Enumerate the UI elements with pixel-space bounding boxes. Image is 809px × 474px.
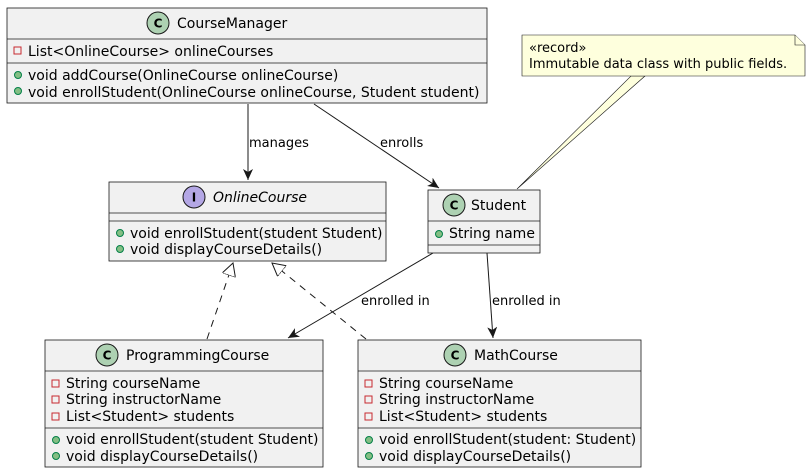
edge-label-enrolls: enrolls <box>380 136 423 151</box>
private-field-marker <box>364 412 373 421</box>
class-c-icon <box>443 343 467 367</box>
field-instructor-name: String instructorName <box>66 392 221 408</box>
private-field-marker <box>364 379 373 388</box>
method-enroll-student: void enrollStudent(student: Student) <box>379 432 636 448</box>
class-course-manager[interactable]: C CourseManager List<OnlineCourse> onlin… <box>6 7 488 104</box>
edge-enrolled-in-math: enrolled in <box>486 252 561 339</box>
edge-label-manages: manages <box>249 136 309 151</box>
class-math-course[interactable]: C MathCourse String courseName String in… <box>357 339 642 468</box>
note-connector <box>516 75 646 190</box>
public-field-marker <box>435 230 443 238</box>
public-method-marker <box>14 87 22 95</box>
edge-programming-realizes-online-course <box>206 263 233 340</box>
edge-label-enrolled-in-math: enrolled in <box>492 294 561 309</box>
field-course-name: String courseName <box>379 376 513 392</box>
field-instructor-name: String instructorName <box>379 392 534 408</box>
method-add-course: void addCourse(OnlineCourse onlineCourse… <box>28 68 338 84</box>
field-name: String name <box>449 226 535 242</box>
class-badge-letter: C <box>450 199 459 213</box>
class-student[interactable]: C Student String name <box>427 189 541 254</box>
public-method-marker <box>52 436 60 444</box>
edge-manages: manages <box>243 104 309 180</box>
edge-enrolls: enrolls <box>313 103 440 189</box>
class-c-icon <box>146 11 170 35</box>
class-name: CourseManager <box>177 16 287 32</box>
class-c-icon <box>95 343 119 367</box>
method-display-course-details: void displayCourseDetails() <box>66 449 258 465</box>
field-students: List<Student> students <box>66 409 234 425</box>
class-badge-letter: C <box>154 17 163 31</box>
record-note: «record» Immutable data class with publi… <box>521 34 806 77</box>
public-method-marker <box>14 71 22 79</box>
private-field-marker <box>51 379 60 388</box>
field-online-courses: List<OnlineCourse> onlineCourses <box>28 44 273 60</box>
note-stereotype: «record» <box>529 41 586 56</box>
method-enroll-student: void enrollStudent(student Student) <box>66 432 318 448</box>
note-text: Immutable data class with public fields. <box>529 57 787 72</box>
public-method-marker <box>365 436 373 444</box>
class-programming-course[interactable]: C ProgrammingCourse String courseName St… <box>44 339 324 468</box>
method-enroll-student: void enrollStudent(student Student) <box>130 226 382 242</box>
private-field-marker <box>13 46 22 55</box>
method-display-course-details: void displayCourseDetails() <box>379 449 571 465</box>
field-students: List<Student> students <box>379 409 547 425</box>
class-name: ProgrammingCourse <box>126 348 269 364</box>
edge-enrolled-in-programming: enrolled in <box>287 252 434 339</box>
class-badge-letter: C <box>451 349 460 363</box>
edge-label-enrolled-in-programming: enrolled in <box>361 294 430 309</box>
private-field-marker <box>51 412 60 421</box>
private-field-marker <box>364 395 373 404</box>
method-display-course-details: void displayCourseDetails() <box>130 242 322 258</box>
public-method-marker <box>116 229 124 237</box>
public-method-marker <box>52 452 60 460</box>
public-method-marker <box>365 452 373 460</box>
method-enroll-student: void enrollStudent(OnlineCourse onlineCo… <box>28 85 479 101</box>
interface-i-icon <box>182 185 206 209</box>
interface-badge-letter: I <box>192 191 196 205</box>
class-name: MathCourse <box>474 348 558 364</box>
class-badge-letter: C <box>103 349 112 363</box>
class-name: Student <box>471 198 527 214</box>
field-course-name: String courseName <box>66 376 200 392</box>
interface-name: OnlineCourse <box>213 190 307 206</box>
class-c-icon <box>442 193 466 217</box>
interface-online-course[interactable]: I OnlineCourse void enrollStudent(studen… <box>108 181 387 262</box>
private-field-marker <box>51 395 60 404</box>
public-method-marker <box>116 245 124 253</box>
